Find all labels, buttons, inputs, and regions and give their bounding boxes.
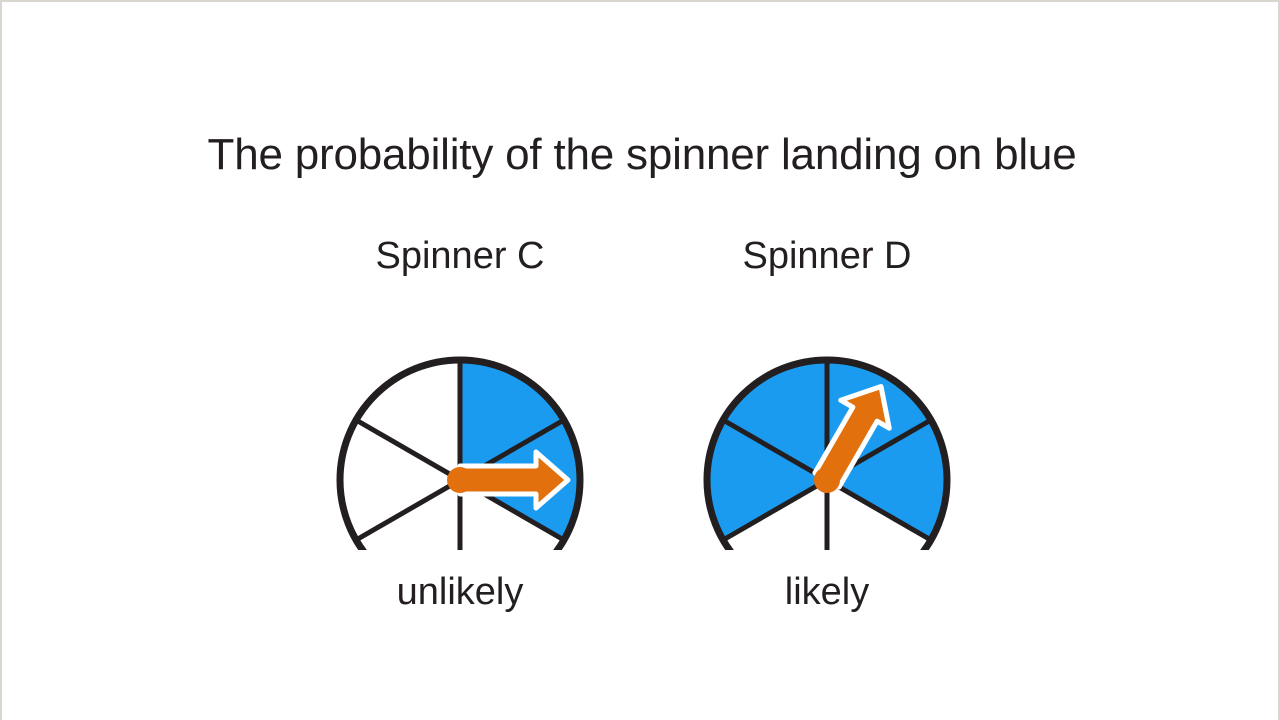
spinner-d-label: Spinner D xyxy=(742,235,912,277)
spinner-c-pivot xyxy=(447,467,473,493)
spinner-d-outcome: likely xyxy=(784,571,870,613)
spinner-c-group: Spinner C xyxy=(300,232,620,616)
spinner-c-label: Spinner C xyxy=(375,235,545,277)
spinner-d-pivot xyxy=(814,467,840,493)
spinner-c-diagram xyxy=(300,280,620,550)
spinner-c-sector-white-3 xyxy=(340,420,460,540)
page-title: The probability of the spinner landing o… xyxy=(207,130,1077,179)
spinner-d-rim xyxy=(703,356,951,550)
spinner-d-group: Spinner D xyxy=(667,232,987,616)
spinner-c-outcome: unlikely xyxy=(396,571,524,613)
spinner-d-diagram xyxy=(667,280,987,550)
spinner-d-sector-blue-2 xyxy=(827,420,947,540)
spinner-c-rim xyxy=(336,356,584,550)
spinner-c-pointer xyxy=(447,449,571,511)
spinner-d-sector-blue-4 xyxy=(707,420,827,540)
spinner-d-pointer xyxy=(812,383,892,493)
